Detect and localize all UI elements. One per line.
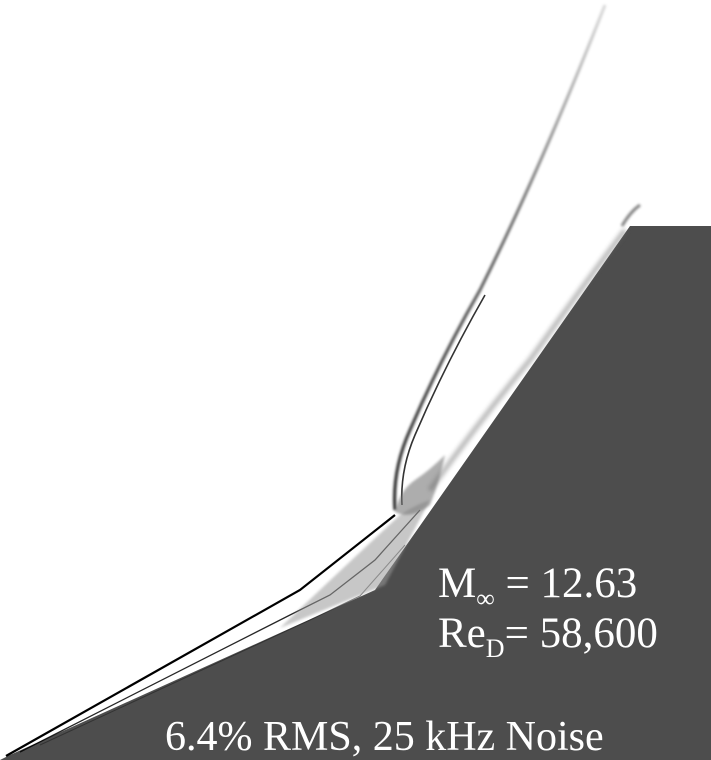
noise-label: 6.4% RMS, 25 kHz Noise (165, 714, 604, 760)
mach-number-label: M∞ = 12.63 (438, 560, 638, 613)
attached-shock-line (5, 514, 396, 757)
transmitted-shock (393, 4, 607, 511)
shoulder-expansion (620, 203, 641, 227)
double-cone-body (0, 226, 711, 760)
separation-region (280, 500, 430, 628)
reynolds-number-label: ReD= 58,600 (438, 610, 658, 663)
transmitted-shock-inner (400, 294, 486, 506)
shock-interaction-lobe (395, 455, 445, 515)
second-cone-shear-layer (427, 228, 628, 492)
